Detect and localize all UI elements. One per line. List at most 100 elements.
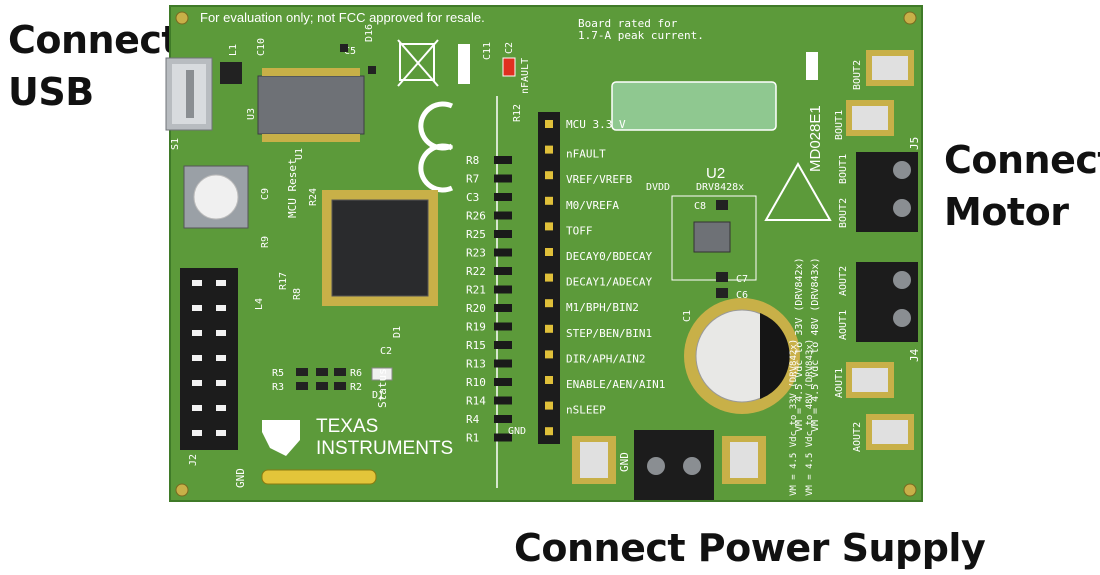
header-pin-label: TOFF	[566, 224, 593, 237]
ref-r3: R3	[272, 382, 284, 393]
header-pin-label: M0/VREFA	[566, 199, 619, 212]
mcu-reset-label: MCU Reset	[286, 158, 299, 218]
chip-u2	[693, 221, 731, 253]
cap-c6	[716, 288, 728, 298]
ref-u3: U3	[246, 108, 257, 120]
header-pin-label: DIR/APH/AIN2	[566, 352, 645, 365]
header-pin	[545, 299, 553, 308]
board-id: MD028E1	[807, 105, 824, 172]
ref-d1: D1	[372, 390, 384, 401]
resistor-column: R8R7C3R26R25R23R22R21R20R19R15R13R10R14R…	[466, 154, 512, 445]
board-top-notice: For evaluation only; not FCC approved fo…	[200, 10, 485, 25]
header-pin	[545, 248, 553, 256]
label-aout1-a: AOUT1	[838, 310, 849, 340]
header-pin	[545, 350, 553, 359]
header-pin-label: DECAY0/BDECAY	[566, 250, 652, 263]
ref-r2: R2	[350, 382, 362, 393]
vm-line1: VM = 4.5 Vdc to 33V (DRV842x)	[794, 257, 805, 432]
test-point-aout2	[866, 414, 914, 450]
resistor-ref-label: R13	[466, 358, 486, 371]
ref-c9: U1	[294, 148, 305, 160]
status-led	[371, 367, 393, 381]
resistor-body	[494, 341, 512, 349]
j2-pin	[216, 330, 226, 336]
j2-pin	[192, 380, 202, 386]
test-point-bout1	[846, 100, 894, 136]
j2-pin	[192, 405, 202, 411]
inductor-l1	[220, 62, 242, 84]
dvdd-label: DVDD	[646, 182, 670, 193]
ref-d16: D16	[364, 24, 375, 42]
cap-c7	[716, 272, 728, 282]
power-connector	[634, 430, 714, 500]
j2-pin	[216, 430, 226, 436]
brand-line1: TEXAS	[316, 416, 378, 437]
resistor-ref-label: R20	[466, 302, 486, 315]
resistor-ref-label: R19	[466, 321, 486, 334]
header-pin-label: nFAULT	[566, 148, 606, 161]
resistor-ref-label: R8	[466, 154, 479, 167]
callout-connect-usb: Connect USB	[8, 14, 180, 118]
resistor-ref-label: R21	[466, 284, 486, 297]
j2-pin	[192, 430, 202, 436]
ref-r6: R6	[350, 368, 362, 379]
ref-r8-lower: C2	[380, 346, 392, 357]
resistor-body	[494, 433, 512, 442]
silk-block	[458, 44, 470, 84]
board-rating-line2: 1.7-A peak current.	[578, 29, 704, 42]
gnd-bar-label: GND	[234, 468, 247, 488]
capacitor-c1	[684, 298, 800, 414]
resistor-body	[494, 304, 512, 312]
label-bout1-a: BOUT1	[834, 110, 845, 140]
ref-c1: C1	[682, 310, 693, 322]
vm-line2: VM = 4.5 Vdc to 48V (DRV843x)	[810, 257, 821, 432]
header-pin	[545, 324, 553, 333]
motor-connector-j4	[856, 262, 918, 342]
resistor-body	[494, 156, 512, 164]
main-header-pins	[545, 120, 553, 436]
resistor-body	[494, 285, 512, 294]
vm-bottom-2: VM = 4.5 Vdc to 48V (DRV843x)	[805, 339, 815, 496]
header-pin	[545, 120, 553, 128]
motor-connector-j5	[856, 152, 918, 232]
gnd-header-label: GND	[508, 426, 526, 437]
gnd-bar	[261, 469, 377, 485]
ref-r9: R17	[278, 272, 289, 290]
header-pin-label: nSLEEP	[566, 404, 606, 417]
main-header-labels: MCU 3.3 VnFAULTVREF/VREFBM0/VREFATOFFDEC…	[566, 118, 665, 417]
resistor-body	[494, 193, 512, 201]
resistor-ref-label: R1	[466, 432, 479, 445]
header-pin	[545, 196, 553, 205]
power-gnd-label: GND	[618, 452, 631, 472]
u2-outline	[671, 195, 757, 281]
label-bout2-b: BOUT2	[838, 198, 849, 228]
ref-r5: R5	[272, 368, 284, 379]
ref-c8: C8	[694, 201, 706, 212]
resistor-body	[494, 359, 512, 368]
ref-u1: R24	[308, 188, 319, 206]
power-test-point-left	[572, 436, 616, 484]
fault-label: nFAULT	[520, 58, 531, 94]
j2-pin	[192, 355, 202, 361]
resistor-ref-label: C3	[466, 191, 479, 204]
resistor-ref-label: R14	[466, 395, 486, 408]
resistor-body	[494, 415, 512, 423]
resistor-ref-label: R22	[466, 265, 486, 278]
header-pin	[545, 145, 553, 154]
callout-usb-line1: Connect	[8, 18, 180, 62]
display-window	[611, 81, 777, 131]
label-aout2-b: AOUT2	[852, 422, 863, 452]
usb-connector	[165, 57, 213, 131]
j2-pin	[192, 330, 202, 336]
resistor-ref-label: R23	[466, 247, 486, 260]
fault-led	[502, 57, 516, 77]
ti-logo: TEXAS INSTRUMENTS	[262, 416, 453, 459]
ref-c7: C7	[736, 274, 748, 285]
header-pin	[545, 401, 553, 410]
chip-u3	[257, 68, 365, 142]
ref-c2-top: C2	[504, 42, 515, 54]
header-j2	[180, 268, 238, 450]
header-pin	[545, 427, 553, 436]
small-resistor-grid	[296, 368, 346, 390]
